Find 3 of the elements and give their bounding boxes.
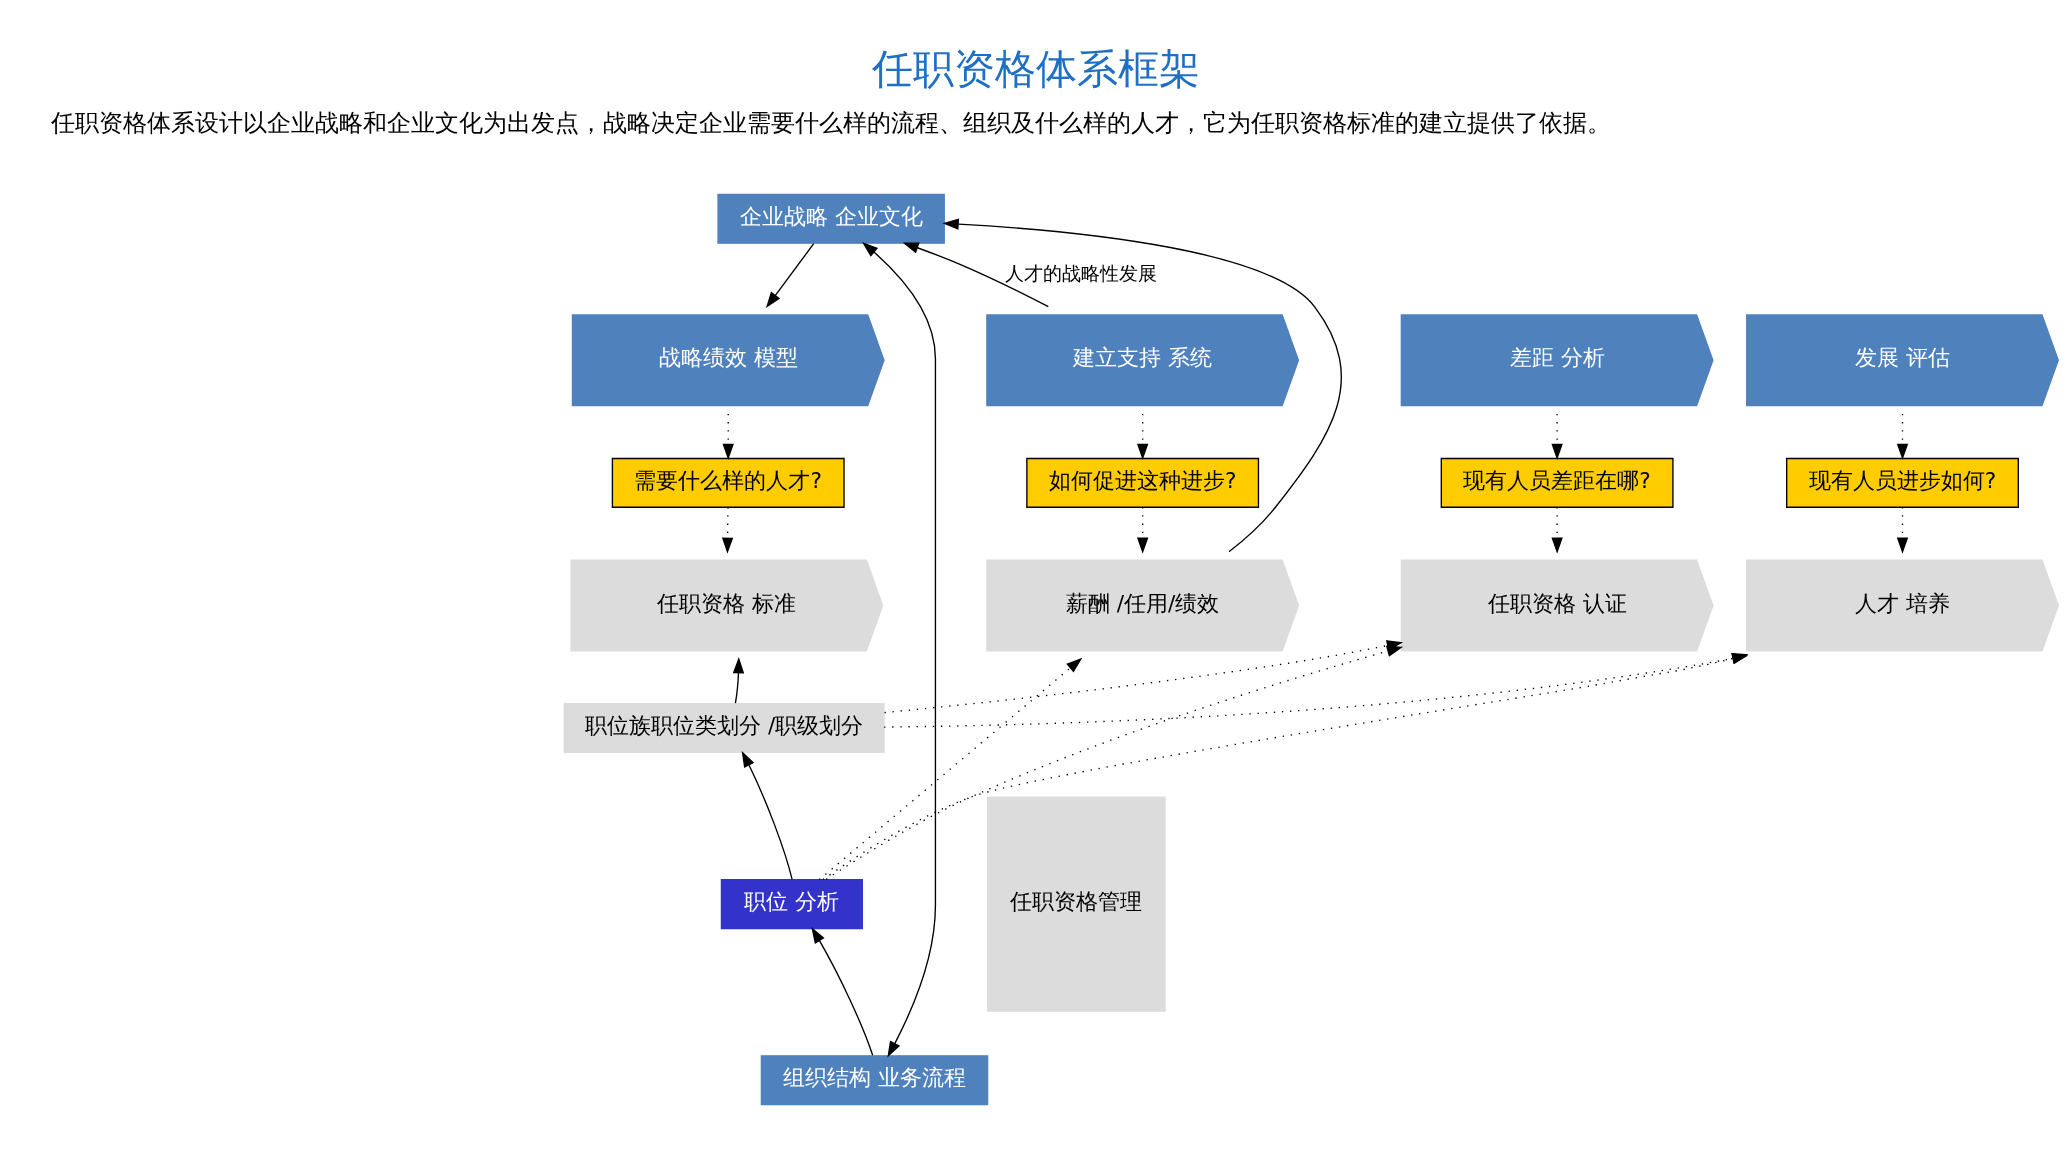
edge-label: 人才的战略性发展 — [1005, 262, 1158, 285]
diagram-title: 任职资格体系框架 — [872, 45, 1200, 94]
label: 任职资格体系设计以企业战略和企业文化为出发点，战略决定企业需要什么样的流程、组织及什么样的人才，它为任职资格标准的建立提供了依据。 — [51, 108, 1612, 138]
